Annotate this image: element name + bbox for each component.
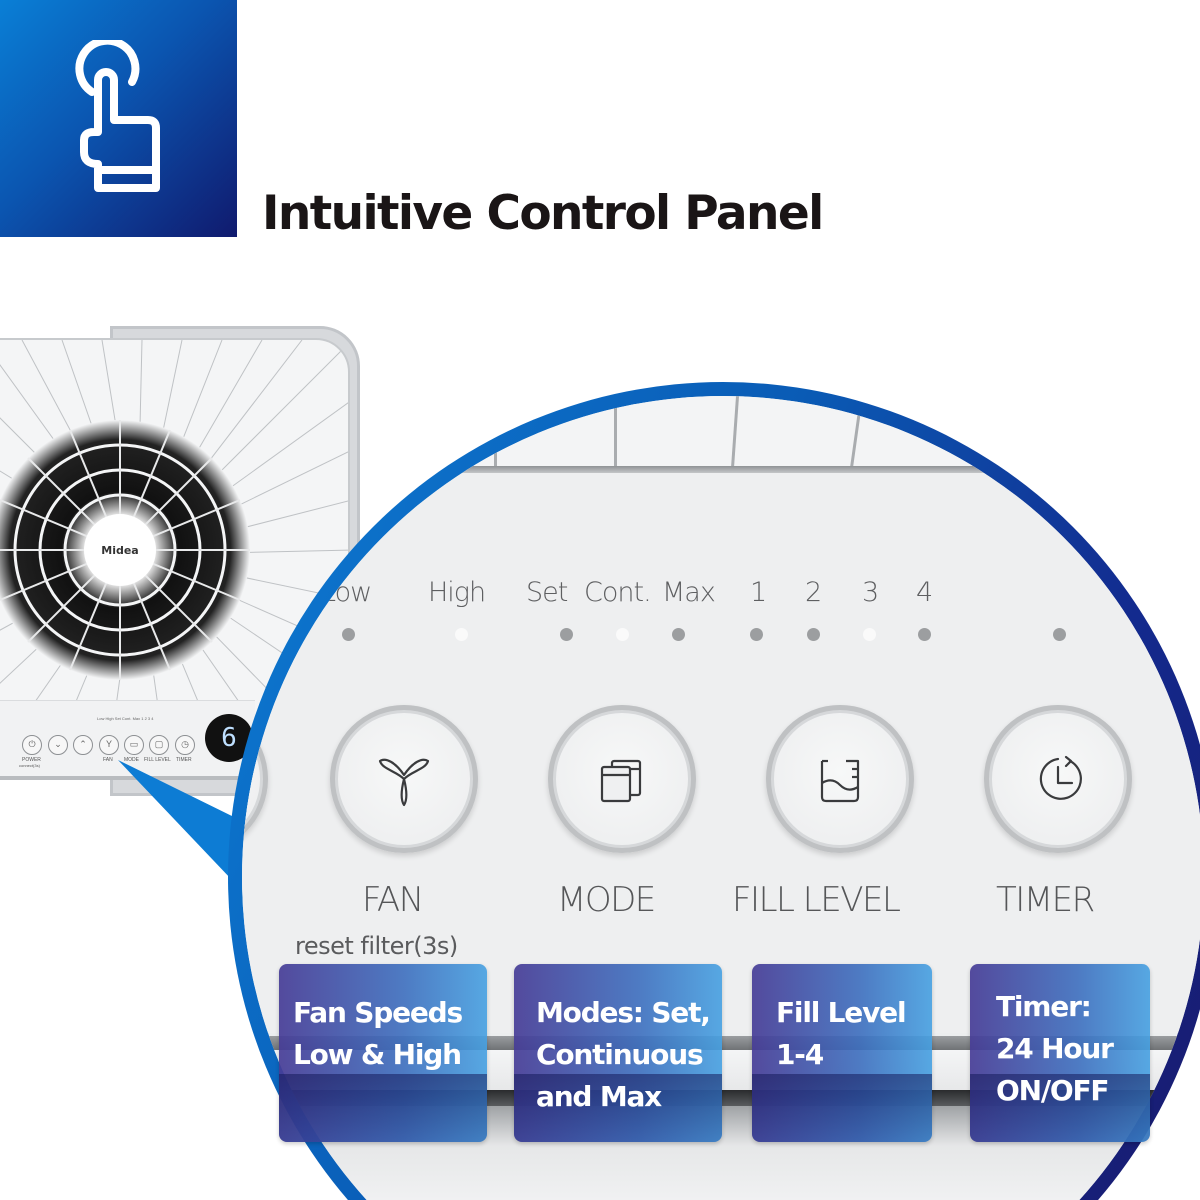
touch-finger-icon [75, 40, 160, 192]
device-fill-level-button[interactable]: ▢ [149, 735, 169, 755]
feature-card-mode: Modes: Set, Continuous and Max [514, 964, 722, 1142]
device-fan-label: FAN [103, 757, 113, 763]
indicator-dot-4 [918, 628, 931, 641]
zoomed-grille [242, 396, 1200, 470]
device-mode-button[interactable]: ▭ [124, 735, 144, 755]
timer-icon [1039, 755, 1082, 800]
indicator-dot-set [560, 628, 573, 641]
indicator-dot-timer [1053, 628, 1066, 641]
feature-card-fan-text: Fan Speeds Low & High [293, 996, 463, 1071]
page-title: Intuitive Control Panel [262, 186, 824, 241]
device-fan-button[interactable]: Y [99, 735, 119, 755]
fan-button[interactable] [330, 705, 478, 853]
device-down-button[interactable]: ⌄ [48, 735, 68, 755]
indicator-label-low: Low [321, 577, 372, 608]
feature-card-fan: Fan Speeds Low & High [279, 964, 487, 1142]
indicator-label-max: Max [662, 577, 716, 608]
indicator-label-3: 3 [862, 577, 879, 608]
indicator-dot-cont [616, 628, 629, 641]
device-up-button[interactable]: ⌃ [73, 735, 93, 755]
timer-button[interactable] [984, 705, 1132, 853]
feature-card-fill-level-text: Fill Level 1-4 [776, 996, 907, 1071]
indicator-dot-2 [807, 628, 820, 641]
indicator-label-1: 1 [750, 577, 767, 608]
feature-card-timer-text: Timer: 24 Hour ON/OFF [996, 990, 1114, 1107]
feature-card-mode-text: Modes: Set, Continuous and Max [536, 996, 711, 1113]
device-indicator-labels: Low High Set Cont. Max 1 2 3 4 [97, 716, 154, 721]
indicator-label-4: 4 [916, 577, 933, 608]
device-fill-level-label: FILL LEVEL [144, 757, 171, 763]
fill-level-button-label: FILL LEVEL [732, 880, 901, 920]
indicator-dot-low [342, 628, 355, 641]
fill-level-icon [820, 759, 860, 803]
device-timer-label: TIMER [176, 757, 192, 763]
fan-button-sublabel: reset filter(3s) [295, 932, 458, 960]
indicator-dot-1 [750, 628, 763, 641]
device-power-label: POWER [22, 757, 41, 763]
fan-icon [378, 758, 430, 807]
fan-button-label: FAN [362, 880, 424, 920]
indicator-dot-3 [863, 628, 876, 641]
header-icon-tile [0, 0, 237, 237]
feature-card-timer: Timer: 24 Hour ON/OFF [970, 964, 1150, 1142]
indicator-label-high: High [428, 577, 486, 608]
indicator-label-set: Set [526, 577, 568, 608]
device-timer-button[interactable]: ◷ [175, 735, 195, 755]
indicator-label-cont: Cont. [584, 577, 652, 608]
indicator-dot-max [672, 628, 685, 641]
device-mode-label: MODE [124, 757, 139, 763]
brand-logo: Midea [101, 544, 138, 557]
timer-button-label: TIMER [996, 880, 1095, 920]
mode-button-label: MODE [557, 880, 656, 920]
mode-icon [600, 759, 642, 803]
mode-button[interactable] [548, 705, 696, 853]
indicator-dot-high [455, 628, 468, 641]
fill-level-button[interactable] [766, 705, 914, 853]
feature-card-fill-level: Fill Level 1-4 [752, 964, 932, 1142]
indicator-label-2: 2 [805, 577, 822, 608]
device-power-sublabel: connect(3s) [19, 763, 40, 768]
device-power-button[interactable]: ⏻ [22, 735, 42, 755]
